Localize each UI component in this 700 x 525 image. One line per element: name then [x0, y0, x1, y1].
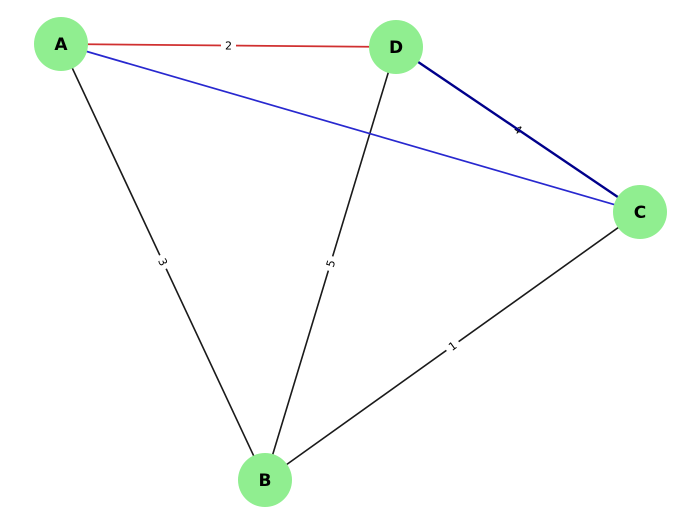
- node-A: [34, 17, 88, 71]
- edge-weight-B-C: 1: [442, 336, 463, 356]
- node-C: [613, 185, 667, 239]
- highlighted-edges-layer: [60, 43, 641, 213]
- edge-A-C: [60, 43, 641, 213]
- edge-D-C: [395, 46, 641, 213]
- edge-weight-text: 2: [225, 39, 232, 52]
- edge-weight-bbox: [153, 252, 173, 272]
- edge-weight-A-B: 3: [153, 252, 173, 272]
- edge-weight-text: 3: [155, 256, 170, 268]
- node-D: [369, 20, 423, 74]
- edge-weight-text: 5: [324, 258, 338, 268]
- edge-weight-A-D: 2: [220, 38, 237, 53]
- edge-weight-bbox: [220, 38, 237, 53]
- node-B: [238, 453, 292, 507]
- nodes-layer: A D C B: [34, 17, 667, 507]
- node-B-label: B: [259, 471, 272, 491]
- node-A-label: A: [54, 35, 68, 55]
- node-D-label: D: [389, 38, 403, 58]
- edge-weight-D-B: 5: [322, 254, 339, 273]
- edge-weight-bbox: [322, 254, 339, 273]
- node-C-label: C: [634, 203, 646, 223]
- edge-weight-bbox: [442, 336, 463, 356]
- edges-layer: [60, 43, 641, 481]
